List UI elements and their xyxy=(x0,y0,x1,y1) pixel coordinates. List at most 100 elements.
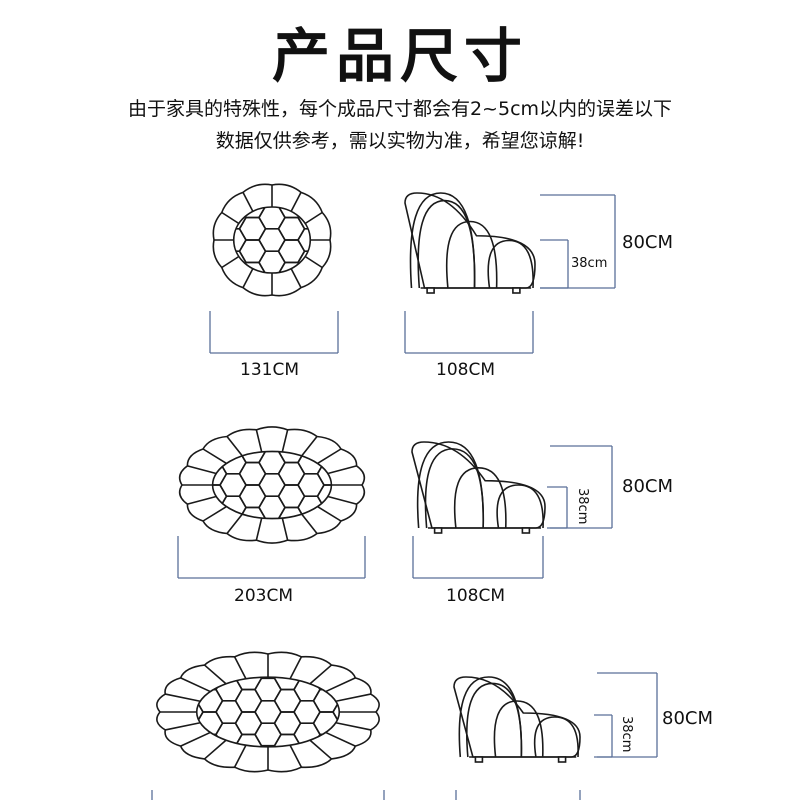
leg xyxy=(512,287,521,294)
product-3-width-dimension xyxy=(151,790,385,800)
cushion-seam xyxy=(203,739,227,760)
seat-cell xyxy=(332,699,340,725)
seat-cells xyxy=(233,207,311,273)
seat-cell xyxy=(293,722,321,747)
sofa-body xyxy=(404,192,536,289)
cushion-seam xyxy=(255,429,263,453)
seat-cell xyxy=(297,227,311,253)
cushion-petal xyxy=(424,448,485,529)
cushion-seam xyxy=(304,255,323,269)
inner-seat-outline xyxy=(195,676,341,748)
product-1-seat-height-label: 38cm xyxy=(571,256,608,271)
product-1-depth-label: 108CM xyxy=(436,360,495,380)
cushion-petal xyxy=(533,716,579,758)
disclaimer-line-1: 由于家具的特殊性，每个成品尺寸都会有2~5cm以内的误差以下 xyxy=(127,98,673,120)
cushion-seam xyxy=(226,513,243,534)
sofa-outline xyxy=(156,651,380,773)
seat-cell xyxy=(233,250,247,273)
product-2-depth-label: 108CM xyxy=(446,586,505,606)
product-2-depth-dimension xyxy=(412,536,544,579)
cushion-seam xyxy=(304,211,323,225)
leg xyxy=(557,756,567,763)
cushion-petal xyxy=(445,220,498,289)
cushion-seam xyxy=(290,192,302,212)
product-2-side-view xyxy=(411,441,546,534)
cushion-seam xyxy=(301,436,318,457)
leg xyxy=(521,527,531,534)
sofa-outline xyxy=(212,183,332,297)
product-1-side-view xyxy=(404,192,536,294)
cushion-seam xyxy=(202,448,227,465)
seat-cell xyxy=(258,451,286,453)
cushion-seam xyxy=(325,731,356,747)
product-2-seat-height-label: 38cm xyxy=(575,488,590,525)
cushion-seam xyxy=(202,505,227,522)
cushion-seam xyxy=(233,656,247,680)
cushion-seam xyxy=(309,739,333,760)
cushion-petal xyxy=(417,199,476,289)
cushion-seam xyxy=(325,677,356,693)
cushion-seam xyxy=(317,448,342,465)
product-1-width-dimension xyxy=(209,311,339,354)
cushion-seam xyxy=(203,664,227,685)
product-3-height-label: 80CM xyxy=(662,708,714,729)
cushion-seam xyxy=(335,693,371,703)
product-3-side-view xyxy=(453,676,581,763)
product-3-depth-dimension xyxy=(455,790,581,800)
product-2-width-dimension xyxy=(177,536,366,579)
product-2-top-view xyxy=(178,426,366,544)
seat-cell xyxy=(258,495,286,519)
cushion-seam xyxy=(187,495,217,505)
seat-cell xyxy=(297,250,311,273)
product-1-height-dimension xyxy=(540,194,616,289)
cushion-seam xyxy=(180,677,211,693)
product-2-seat-height-dimension xyxy=(547,486,568,529)
cushion-seam xyxy=(281,517,289,541)
leg xyxy=(426,287,435,294)
cushion-seam xyxy=(180,731,211,747)
product-1-height-label: 80CM xyxy=(622,232,674,253)
cushion-seam xyxy=(290,268,302,288)
cushion-petal xyxy=(493,700,544,758)
cushion-seam xyxy=(221,255,240,269)
cushion-seam xyxy=(289,656,303,680)
product-1-seat-height-dimension xyxy=(540,239,569,289)
cushion-seam xyxy=(221,211,240,225)
seat-cell xyxy=(297,495,325,519)
leg xyxy=(433,527,443,534)
seat-cell xyxy=(258,250,286,273)
inner-seat-outline xyxy=(211,450,333,520)
cushion-petal xyxy=(466,682,523,758)
cushion-seam xyxy=(281,429,289,453)
cushion-seam xyxy=(187,465,217,475)
disclaimer-line-2: 数据仅供参考，需以实物为准，希望您谅解! xyxy=(215,130,585,152)
seat-cell xyxy=(254,744,282,747)
seat-cell xyxy=(297,207,311,230)
cushion-seam xyxy=(255,517,263,541)
seat-cell xyxy=(258,517,286,519)
cushion-seam xyxy=(327,495,357,505)
cushion-seam xyxy=(289,744,303,768)
product-2-width-label: 203CM xyxy=(234,586,293,606)
cushion-seam xyxy=(309,664,333,685)
product-1-depth-dimension xyxy=(404,311,534,354)
cushion-seam xyxy=(165,721,201,731)
product-1-top-view xyxy=(212,183,332,297)
cushion-seam xyxy=(165,693,201,703)
product-1-width-label: 131CM xyxy=(240,360,299,380)
cushion-seam xyxy=(317,505,342,522)
cushion-seam xyxy=(335,721,371,731)
cushion-seam xyxy=(242,268,254,288)
cushion-petal xyxy=(453,466,507,529)
product-3-seat-height-label: 38cm xyxy=(619,716,634,753)
product-3-seat-height-dimension xyxy=(594,714,613,758)
cushion-petal xyxy=(487,239,534,289)
cushion-petal xyxy=(496,484,544,529)
page-title: 产品尺寸 xyxy=(271,22,528,90)
sofa-outline xyxy=(178,426,366,544)
product-3-top-view xyxy=(156,651,380,773)
cushion-seam xyxy=(226,436,243,457)
seat-cell xyxy=(277,261,306,273)
leg xyxy=(474,756,484,763)
